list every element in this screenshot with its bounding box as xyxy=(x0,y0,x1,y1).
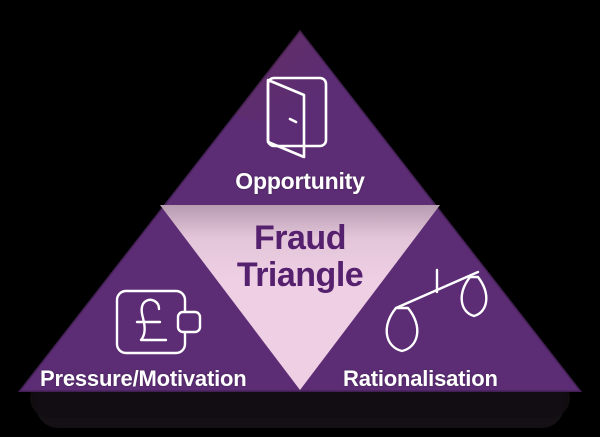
open-door-icon xyxy=(266,76,328,159)
center-title-line-2: Triangle xyxy=(236,255,364,294)
center-title-line-1: Fraud xyxy=(254,219,346,257)
scales-of-justice-icon xyxy=(385,268,488,353)
wallet-pound-icon xyxy=(115,289,202,355)
inner-triangle xyxy=(160,205,440,390)
center-title: Fraud Triangle xyxy=(190,220,410,293)
corner-label-opportunity: Opportunity xyxy=(235,168,365,194)
corner-label-pressure-motivation: Pressure/Motivation xyxy=(40,366,247,391)
corner-label-rationalisation: Rationalisation xyxy=(343,366,498,391)
